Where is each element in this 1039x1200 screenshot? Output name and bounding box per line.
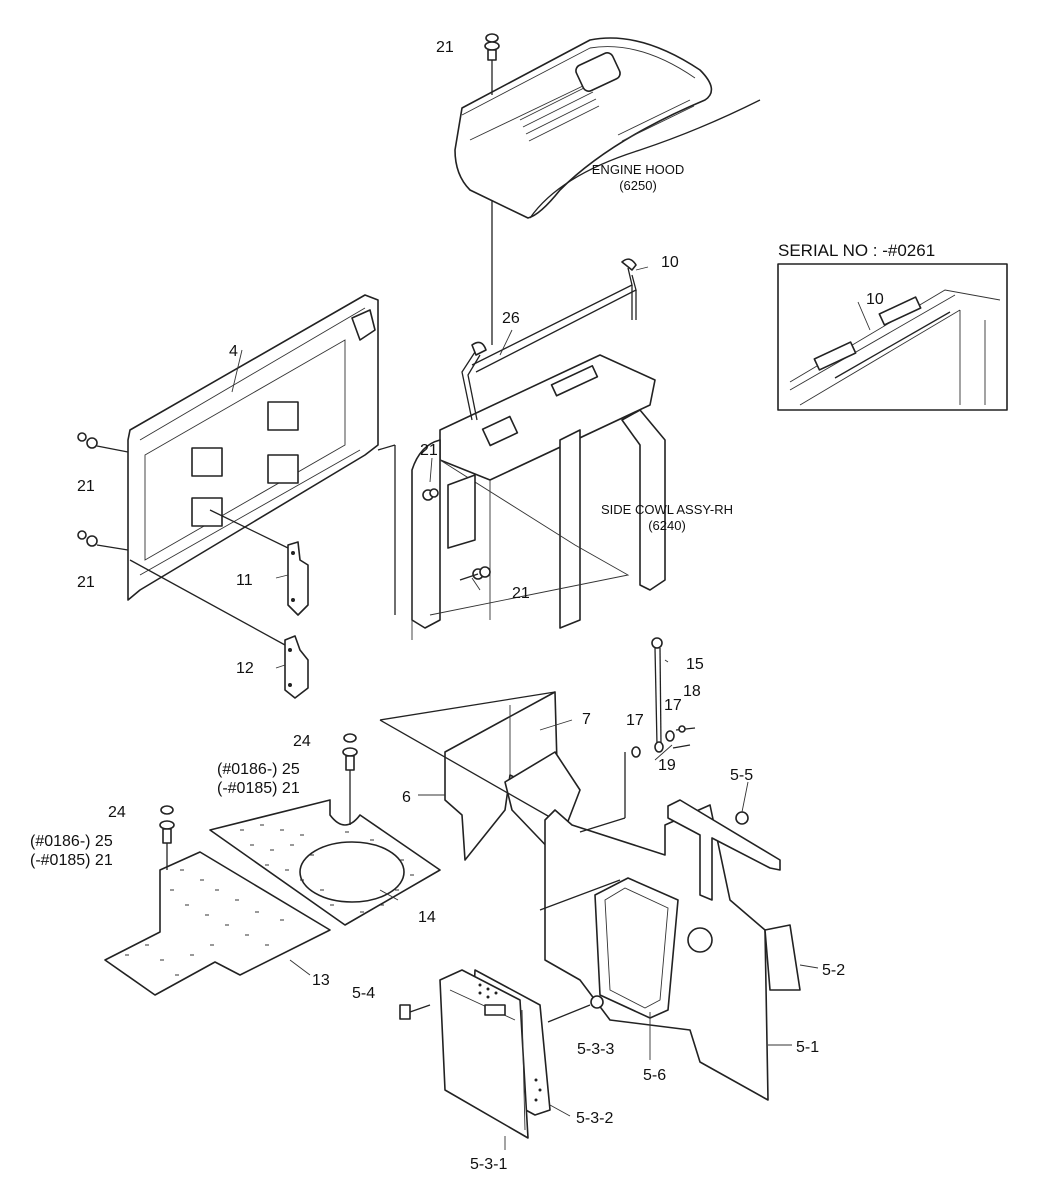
rod-15 xyxy=(651,637,664,753)
callout-21-left-a: 21 xyxy=(77,478,95,495)
frame-5-1 xyxy=(544,799,801,1101)
callout-21-b: (-#0185) 21 xyxy=(30,852,113,869)
callout-11: 11 xyxy=(236,572,253,589)
callout-5-3-3: 5-3-3 xyxy=(577,1041,614,1058)
callout-14: 14 xyxy=(418,909,436,926)
bolt-21-right xyxy=(459,566,491,581)
bracket-12 xyxy=(129,559,309,699)
leader-frame-door xyxy=(539,879,621,911)
callout-21-left-b: 21 xyxy=(77,574,95,591)
callout-5-3-2: 5-3-2 xyxy=(576,1110,613,1127)
rod-10 xyxy=(471,258,637,373)
callout-5-1: 5-1 xyxy=(796,1039,819,1056)
door-5-3 xyxy=(439,969,551,1139)
engine-hood-ref: (6250) xyxy=(619,178,657,193)
callout-4: 4 xyxy=(229,343,238,360)
hood-vents xyxy=(519,84,695,142)
callout-17-a: 17 xyxy=(626,712,644,729)
callout-21-a: (-#0185) 21 xyxy=(217,780,300,797)
bolt-21-left-a xyxy=(77,432,129,453)
floor-plate-14 xyxy=(209,799,441,926)
side-cowl-ref: (6240) xyxy=(648,518,686,533)
callout-12: 12 xyxy=(236,660,254,677)
callout-7: 7 xyxy=(582,711,591,728)
side-cowl-frame xyxy=(377,354,666,640)
bolt-24-25-b xyxy=(159,805,175,870)
callout-21-right: 21 xyxy=(512,585,530,602)
serial-inset xyxy=(777,263,1008,411)
callout-19: 19 xyxy=(658,757,676,774)
bolt-21-top xyxy=(484,33,500,95)
callout-leaders xyxy=(231,266,871,1150)
floor-plate-13 xyxy=(104,851,331,996)
callout-18: 18 xyxy=(683,683,701,700)
callout-6: 6 xyxy=(402,789,411,806)
bolt-5-4 xyxy=(399,1004,431,1020)
callout-24-b: 24 xyxy=(108,804,126,821)
bolt-5-5 xyxy=(735,811,749,825)
callout-21-mid: 21 xyxy=(420,442,438,459)
hardware-17-18-19 xyxy=(631,725,696,758)
bolt-5-3-3 xyxy=(547,995,604,1023)
bolt-21-mid xyxy=(422,488,439,501)
callout-26: 26 xyxy=(502,310,520,327)
callout-25-b: (#0186-) 25 xyxy=(30,833,113,850)
bolt-24-25-a xyxy=(342,733,358,825)
side-cowl-name: SIDE COWL ASSY-RH xyxy=(601,502,733,517)
cover-panel-4 xyxy=(127,294,379,601)
bolt-21-left-b xyxy=(77,530,129,551)
engine-hood xyxy=(454,37,713,219)
callout-24-a: 24 xyxy=(293,733,311,750)
callout-5-3-1: 5-3-1 xyxy=(470,1156,507,1173)
callout-5-4: 5-4 xyxy=(352,985,375,1002)
callout-17-b: 17 xyxy=(664,697,682,714)
callout-10: 10 xyxy=(661,254,679,271)
callout-25-a: (#0186-) 25 xyxy=(217,761,300,778)
callout-21-top: 21 xyxy=(436,39,454,56)
leader-6-frame-b xyxy=(579,817,626,833)
callout-5-5: 5-5 xyxy=(730,767,753,784)
callout-5-2: 5-2 xyxy=(822,962,845,979)
callout-15: 15 xyxy=(686,656,704,673)
callout-13: 13 xyxy=(312,972,330,989)
serial-box-part: 10 xyxy=(866,291,884,308)
engine-hood-name: ENGINE HOOD xyxy=(592,162,684,177)
rod-26 xyxy=(461,341,487,421)
serial-box-title: SERIAL NO : -#0261 xyxy=(778,241,935,260)
callout-5-6: 5-6 xyxy=(643,1067,666,1084)
bracket-11 xyxy=(209,509,309,616)
hood-cut-line xyxy=(529,99,761,219)
